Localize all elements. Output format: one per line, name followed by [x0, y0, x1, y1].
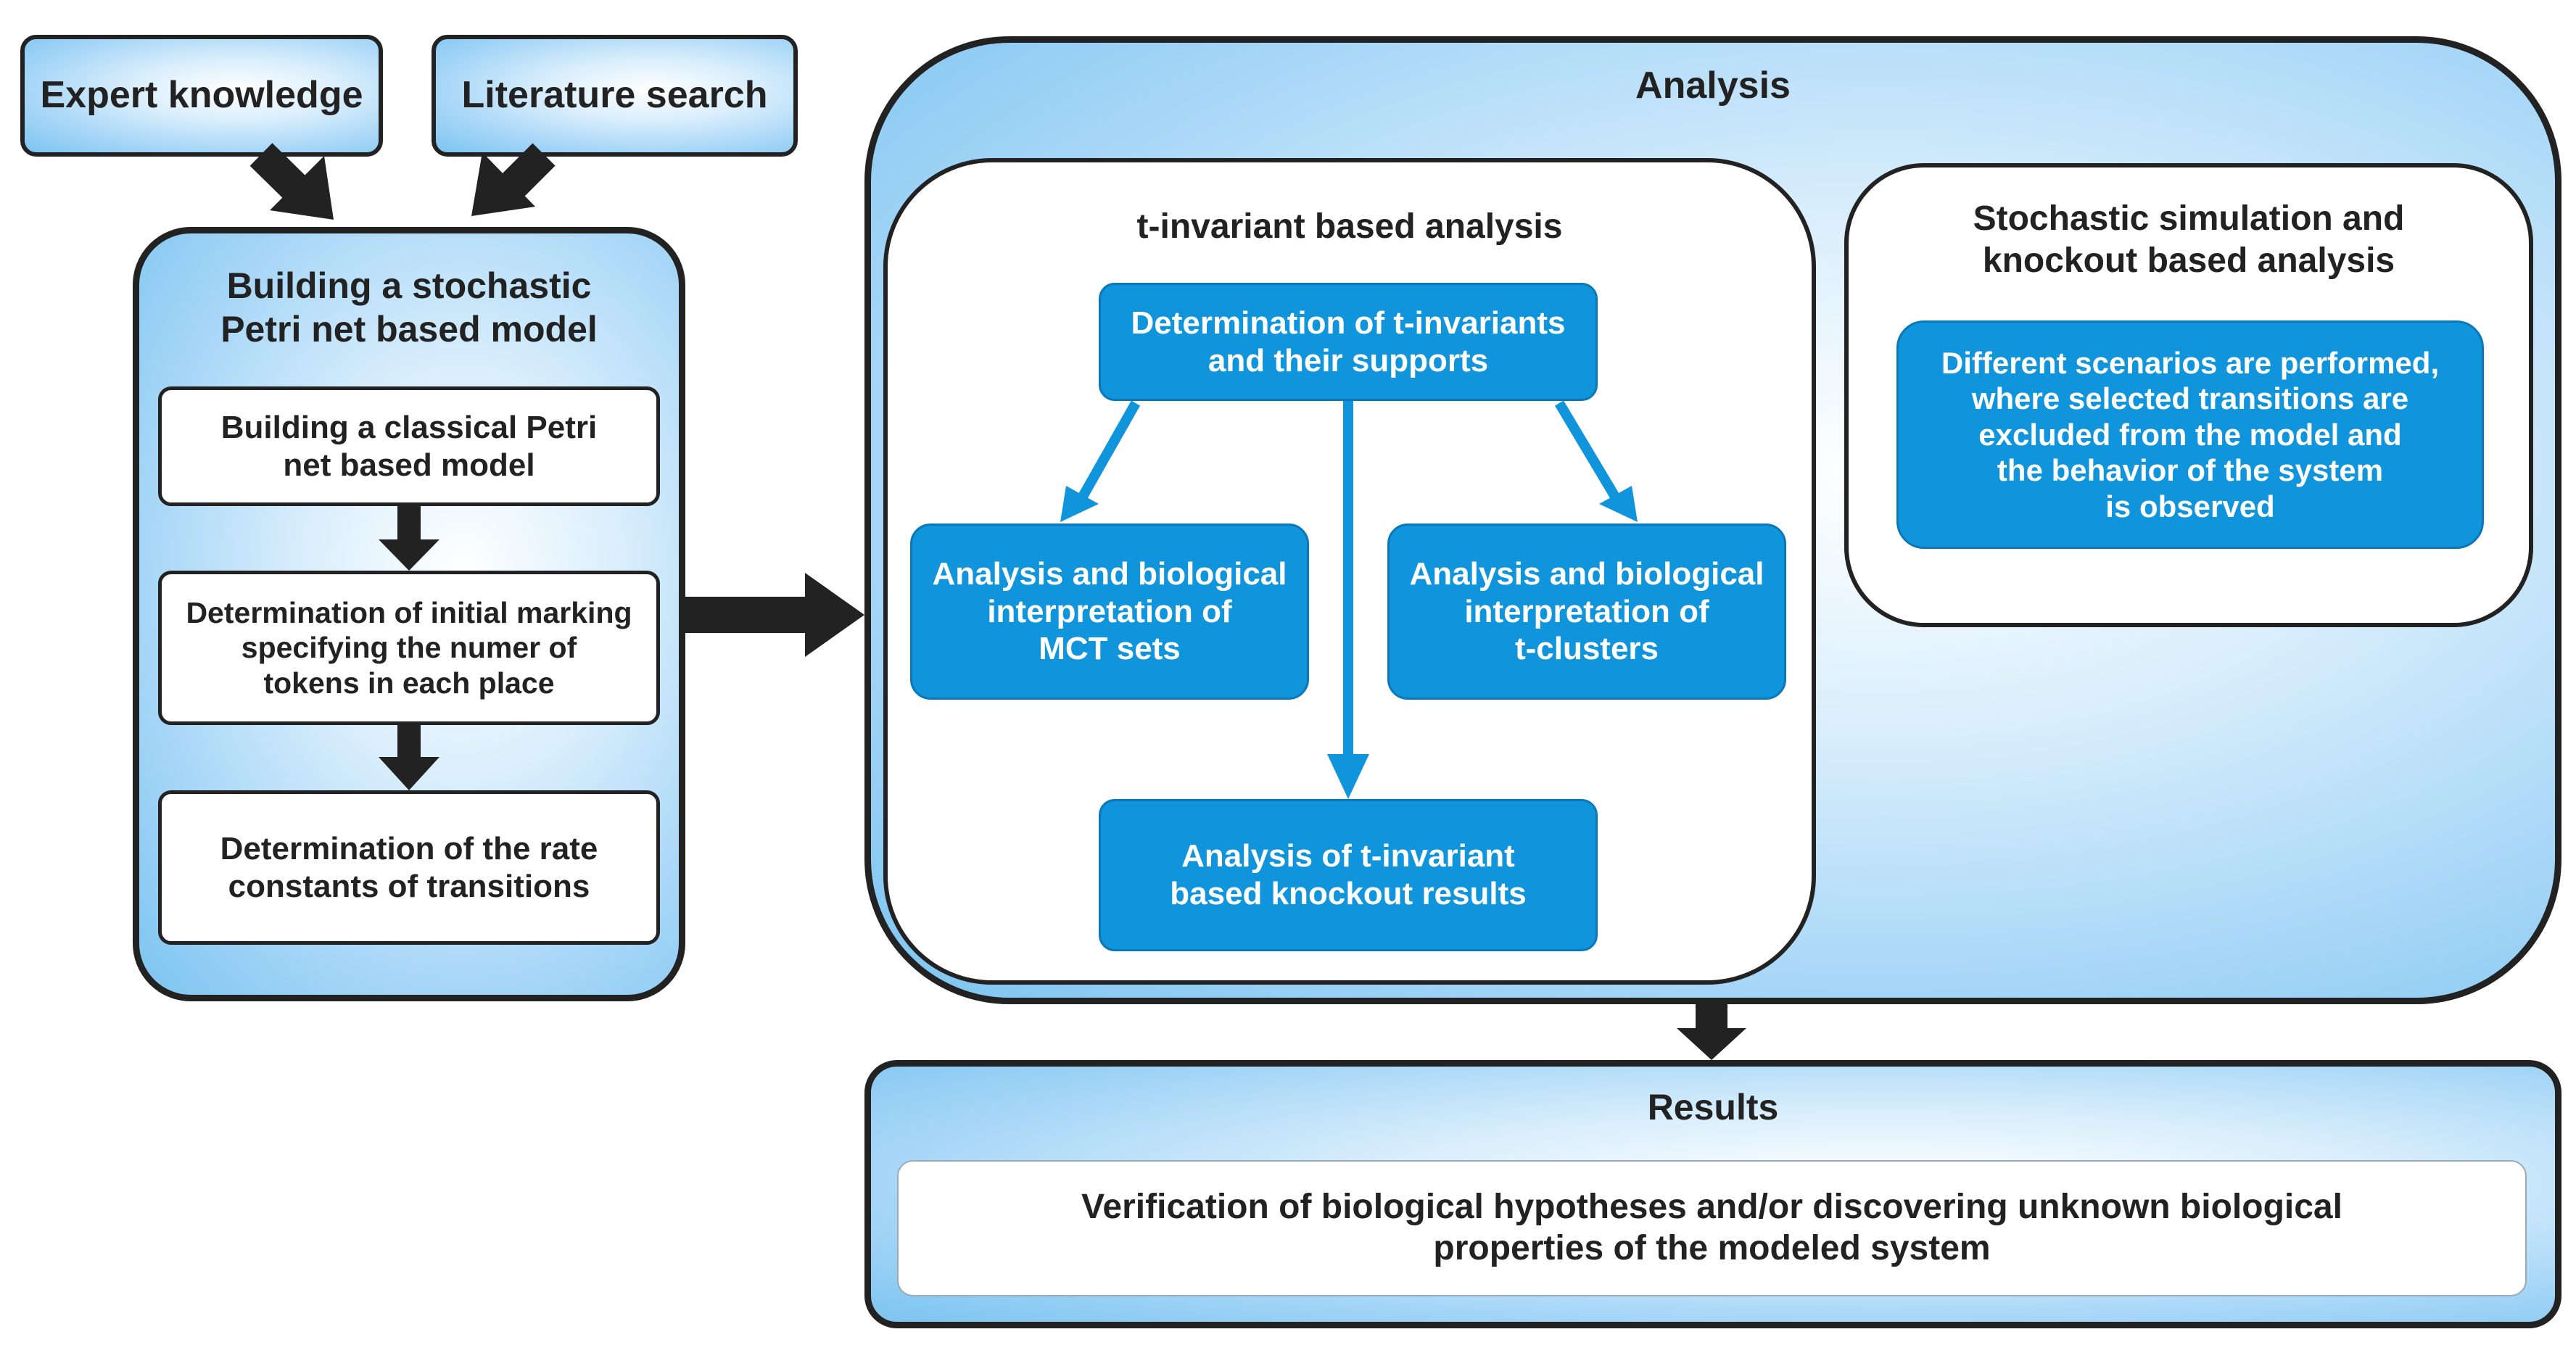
tinvariant-title: t-invariant based analysis — [1136, 207, 1563, 246]
expert-knowledge-box: Expert knowledge — [20, 35, 383, 157]
arrow-step2-to-step3 — [379, 725, 439, 790]
build-step-classical: Building a classical Petri net based mod… — [158, 386, 660, 506]
arrow-determination-to-clusters — [1554, 400, 1638, 522]
build-model-title: Building a stochastic Petri net based mo… — [220, 265, 598, 349]
mct-sets-label: Analysis and biological interpretation o… — [932, 555, 1287, 667]
tinvariant-determination-label: Determination of t-invariants and their … — [1131, 305, 1566, 378]
arrow-literature-to-build — [471, 143, 556, 216]
tinvariant-determination-box: Determination of t-invariants and their … — [1099, 283, 1598, 401]
build-step-marking-label: Determination of initial marking specify… — [186, 595, 632, 700]
literature-search-label: Literature search — [461, 74, 768, 117]
analysis-title: Analysis — [1635, 65, 1791, 107]
t-clusters-box: Analysis and biological interpretation o… — [1387, 523, 1786, 700]
scenarios-label: Different scenarios are performed, where… — [1941, 345, 2440, 523]
literature-search-box: Literature search — [432, 35, 798, 157]
arrow-determination-to-mct — [1060, 400, 1141, 522]
arrow-expert-to-build — [249, 143, 334, 220]
expert-knowledge-label: Expert knowledge — [40, 74, 363, 117]
stochastic-title: Stochastic simulation and knockout based… — [1973, 199, 2405, 280]
results-text-box: Verification of biological hypotheses an… — [897, 1160, 2527, 1296]
build-step-rates-label: Determination of the rate constants of t… — [220, 830, 598, 904]
arrow-step1-to-step2 — [379, 506, 439, 571]
scenarios-box: Different scenarios are performed, where… — [1896, 320, 2484, 549]
knockout-results-box: Analysis of t-invariant based knockout r… — [1099, 799, 1598, 951]
build-step-classical-label: Building a classical Petri net based mod… — [220, 409, 598, 483]
arrow-analysis-to-results — [1677, 1004, 1746, 1060]
t-clusters-label: Analysis and biological interpretation o… — [1409, 555, 1764, 667]
build-step-marking: Determination of initial marking specify… — [158, 571, 660, 725]
results-title: Results — [1647, 1087, 1779, 1127]
build-step-rates: Determination of the rate constants of t… — [158, 790, 660, 945]
arrow-determination-to-knockout — [1327, 401, 1369, 799]
arrow-build-to-analysis — [685, 573, 864, 657]
mct-sets-box: Analysis and biological interpretation o… — [910, 523, 1309, 700]
knockout-results-label: Analysis of t-invariant based knockout r… — [1170, 838, 1527, 911]
results-text-label: Verification of biological hypotheses an… — [1081, 1188, 2342, 1267]
